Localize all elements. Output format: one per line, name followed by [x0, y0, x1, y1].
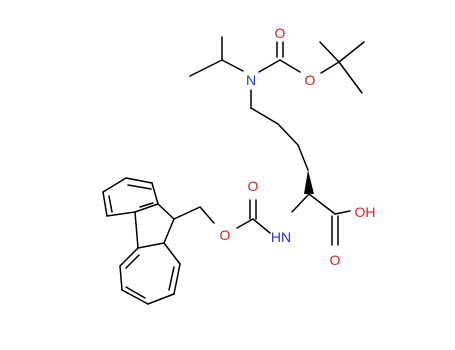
bond	[163, 242, 181, 265]
bond	[199, 206, 215, 224]
bond	[127, 184, 152, 190]
fmoc-carbamate	[173, 199, 271, 234]
bond	[338, 41, 365, 63]
bond	[147, 293, 175, 305]
bond	[236, 218, 254, 229]
bond	[125, 286, 146, 299]
bond	[252, 218, 271, 234]
bond	[106, 211, 136, 217]
bond	[139, 202, 154, 208]
bond	[277, 123, 299, 146]
bond	[250, 107, 279, 125]
bond	[308, 193, 336, 215]
atom-label-n-fmoc: HN	[271, 229, 291, 245]
atom-label-oh-acid: OH	[355, 204, 376, 220]
bond	[163, 218, 175, 244]
bond	[108, 195, 113, 213]
bond	[125, 254, 140, 269]
atom-label-o-boc-carbonyl: O	[275, 25, 286, 41]
bond	[125, 177, 153, 184]
alpha-carbon-acid	[291, 170, 351, 246]
bond	[334, 210, 351, 215]
atom-label-n-boc: N	[246, 72, 256, 88]
bond	[119, 247, 139, 267]
boc-group	[258, 41, 365, 94]
bond	[157, 203, 175, 220]
bond	[119, 265, 123, 291]
bond	[291, 193, 310, 213]
bond	[168, 266, 175, 291]
bond	[173, 263, 181, 295]
bond	[102, 191, 108, 217]
atom-labels: N O O HN O O OH O	[220, 25, 376, 268]
bond	[151, 182, 159, 205]
bond	[134, 203, 159, 213]
fluorene-ring	[102, 177, 181, 305]
bond	[319, 41, 340, 63]
bond	[221, 59, 244, 72]
atom-label-o-fmoc-ester: O	[220, 227, 231, 243]
stereo-wedge-bond	[304, 170, 314, 194]
bond	[338, 61, 363, 94]
bond	[320, 61, 340, 74]
lysine-side-chain	[250, 89, 309, 171]
atom-label-o-acid-carbonyl: O	[330, 252, 341, 268]
bond	[297, 144, 309, 171]
bond	[102, 177, 127, 193]
isopropyl-group	[189, 36, 244, 77]
atom-label-o-fmoc-carbonyl: O	[248, 178, 259, 194]
bond	[134, 211, 139, 249]
bond	[279, 59, 301, 73]
bond	[137, 242, 165, 249]
bond	[189, 59, 223, 77]
bond	[121, 289, 149, 305]
bond	[258, 59, 281, 73]
bond	[173, 206, 201, 220]
atom-label-o-boc-ester: O	[305, 72, 316, 88]
